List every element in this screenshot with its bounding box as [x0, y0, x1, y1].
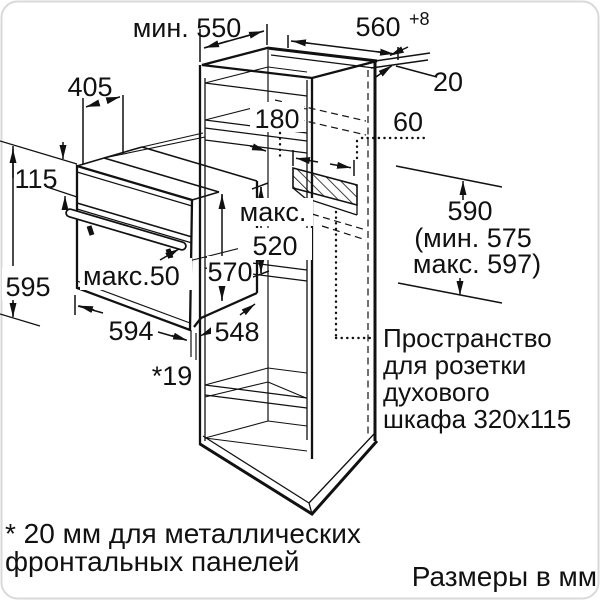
socket-space-underside: [292, 187, 358, 216]
cabinet-interior-top-underside: [204, 66, 308, 84]
dim-560-arrow-right: [375, 48, 395, 56]
socket-note-line2: для розетки: [383, 350, 526, 380]
dim-19-label: *19: [152, 361, 193, 391]
dim-594-arrow-right: [171, 332, 188, 342]
dim-520-label: 520: [252, 231, 297, 261]
dim-594-arrow-left: [78, 305, 95, 313]
socket-note-line4: шкафа 320x115: [383, 404, 571, 434]
dim-595-mask: [2, 268, 56, 300]
dim-548-label: 548: [214, 317, 259, 347]
hidden-socket-edges: [311, 213, 367, 241]
dim-50-mask: [80, 258, 192, 290]
dim-520-ticks: [251, 182, 270, 278]
panel-bottom-reference-line: [46, 186, 78, 198]
dim-570-label: 570: [207, 257, 252, 287]
dim-20-arrow-lower: [375, 64, 393, 78]
dim-590-label: 590: [447, 196, 492, 226]
cabinet-shelf-bottom: [204, 127, 308, 142]
socket-note-line1: Пространство: [383, 323, 552, 353]
dim-590-extensions: [395, 165, 503, 304]
dim-405-arrow-left: [85, 99, 101, 108]
cabinet-top-rail: [204, 82, 308, 97]
dim-560-arrow-left: [291, 39, 311, 47]
dim-560-label: 560: [355, 12, 400, 42]
oven-panel-top-line: [76, 171, 193, 207]
dim-20-leader: [395, 65, 438, 78]
dim-520-mask-word: [233, 198, 313, 226]
dim-180-mask: [250, 102, 304, 132]
door-handle-fill: [67, 210, 185, 249]
dim-60-label: 60: [393, 107, 423, 137]
dim-548-mask: [211, 318, 263, 344]
oven-panel-bottom-line: [76, 202, 193, 238]
dim-550-arrow-left: [204, 40, 229, 49]
dim-560-tolerance: +8: [409, 9, 430, 29]
socket-note-leader: [334, 210, 382, 340]
oven-top-face: [76, 157, 220, 201]
dim-520-word: макс.: [240, 197, 307, 227]
socket-width-arrow-right: [329, 161, 352, 169]
oven-front-face: [75, 164, 194, 332]
dim-20-gap-lines: [370, 52, 431, 69]
dim-590-max-label: макс. 597): [413, 249, 541, 279]
cabinet-back-panel-top-edge: [270, 54, 375, 69]
dimension-annotations: мин. 550 560 +8 20 60 405 180: [0, 9, 571, 434]
cabinet-interior-bottom-floor: [204, 420, 308, 452]
dim-570-mask: [207, 256, 253, 286]
dim-405-label: 405: [67, 72, 112, 102]
socket-space-block: [292, 166, 358, 216]
dim-594-label: 594: [108, 316, 153, 346]
units-note: Размеры в мм: [412, 561, 597, 592]
socket-width-ticks: [292, 150, 355, 176]
dim-180-dotted-extensions: [278, 131, 359, 160]
cabinet-lower-shelf-bottom: [204, 394, 308, 409]
dim-550-arrow-right: [239, 30, 264, 39]
plinth-floor-back: [204, 381, 307, 399]
cabinet-niche-top: [204, 139, 308, 154]
dim-180-label: 180: [254, 104, 299, 134]
dim-548-arrow-right: [239, 303, 256, 316]
cabinet-top-back-edge: [266, 46, 378, 63]
footnote-line1: * 20 мм для металлических: [5, 518, 361, 549]
dim-115-label: 115: [14, 164, 57, 194]
dim-595-label: 595: [5, 272, 50, 302]
dim-548-arrow-left: [199, 326, 215, 337]
footnote-line2: фронтальных панелей: [5, 546, 299, 577]
dim-20-arrow-upper: [389, 46, 409, 57]
handle-bracket-left: [86, 225, 95, 236]
dim-590-min-label: (мин. 575: [414, 223, 532, 253]
oven-drawing: [65, 132, 259, 360]
cabinet-lower-shelf-top: [204, 384, 308, 399]
footnotes: * 20 мм для металлических фронтальных па…: [5, 518, 597, 592]
dim-550-label: мин. 550: [133, 13, 242, 43]
socket-note-line3: духового: [383, 377, 490, 407]
dim-520-mask-value: [238, 228, 312, 260]
dim-50-label: макс.50: [83, 261, 180, 291]
front-lip-ticks: [190, 330, 197, 360]
dim-50-arrow: [159, 248, 180, 261]
dim-405-extensions: [82, 95, 124, 164]
plinth-bottom-edge: [199, 440, 379, 516]
dim-550-extensions: [199, 24, 268, 62]
socket-width-arrow-left: [295, 157, 319, 165]
dim-405-arrow-right: [105, 96, 121, 105]
dim-180-arrow: [249, 143, 267, 152]
dim-595-bottom-tick: [0, 313, 41, 327]
dim-20-label: 20: [433, 67, 463, 97]
cabinet-interior-mid-floor: [204, 367, 308, 386]
cabinet-top-face: [201, 46, 378, 80]
oven-top-reference-line: [0, 140, 78, 165]
oven-door-top-line: [76, 208, 193, 244]
